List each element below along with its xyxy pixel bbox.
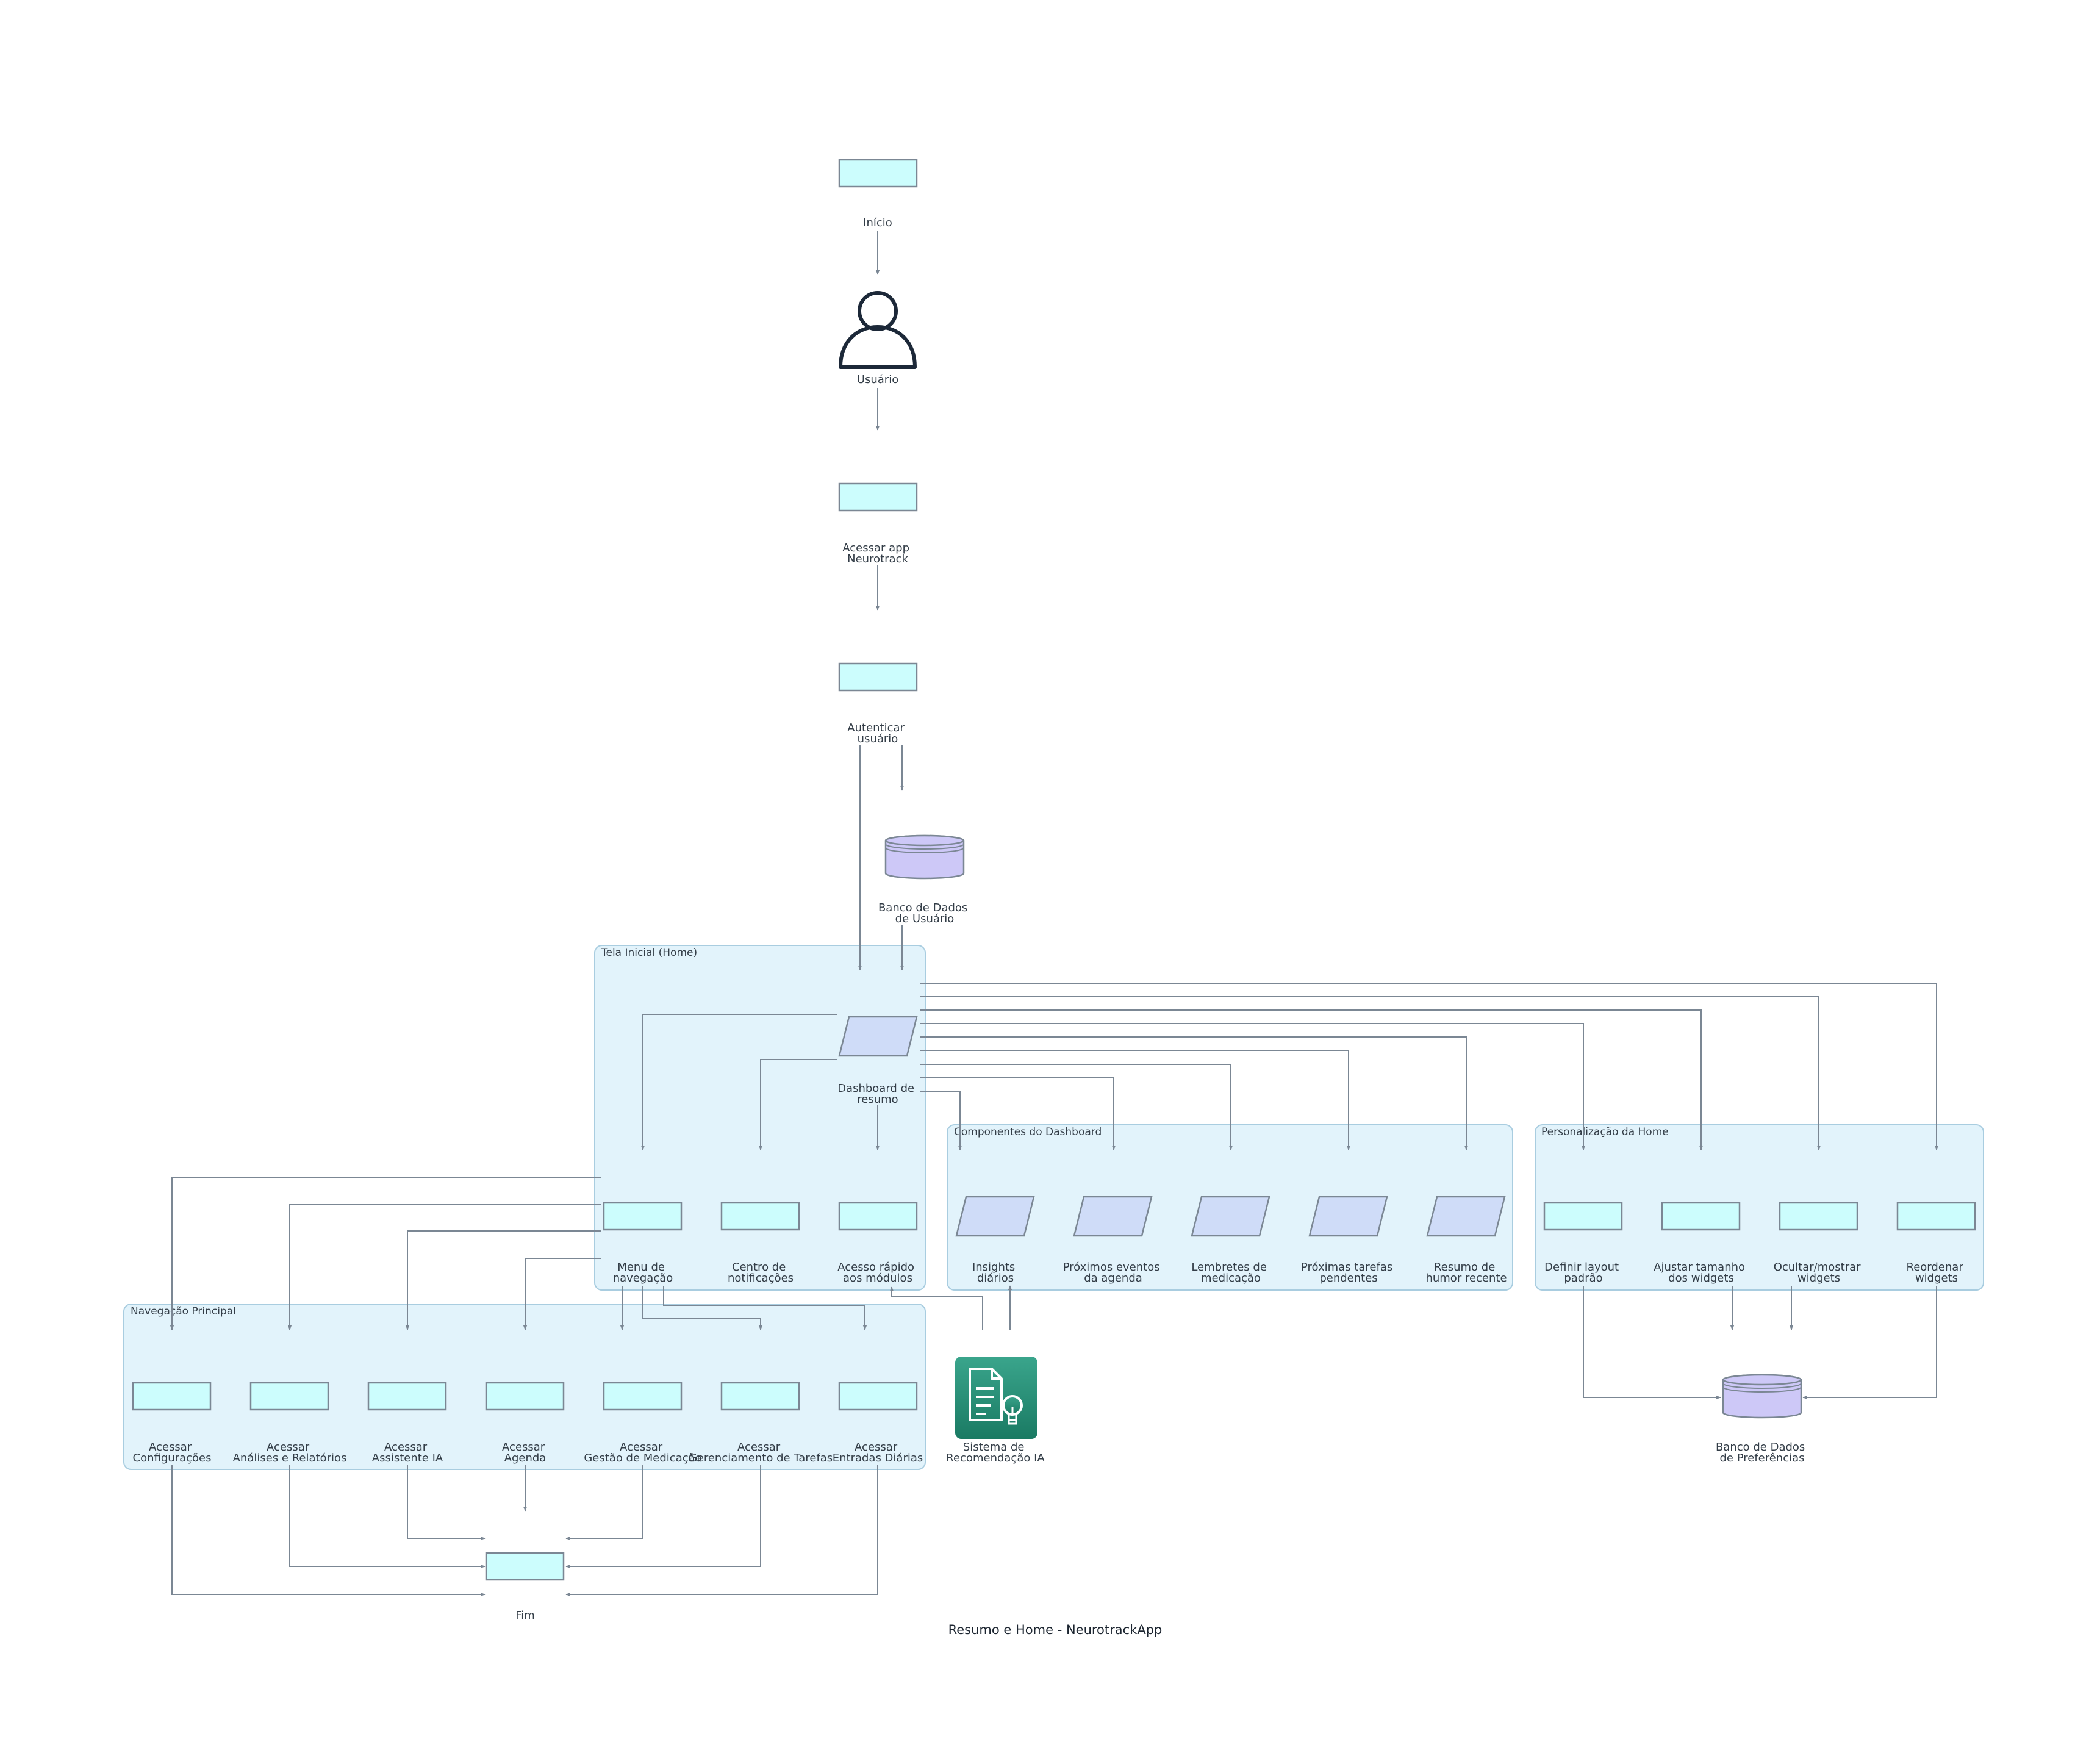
- node-reordenar-label: Reordenar widgets: [1907, 1261, 1967, 1285]
- node-db-usuario-label: Banco de Dados de Usuário: [878, 902, 971, 925]
- edge-gerenc-fim: [565, 1465, 761, 1569]
- node-sistema-ia-label: Sistema de Recomendação IA: [946, 1441, 1045, 1465]
- node-layout-label: Definir layout padrão: [1544, 1261, 1622, 1285]
- node-gerenc-tarefas[interactable]: Acessar Gerenciamento de Tarefas: [689, 1382, 833, 1465]
- node-db-pref[interactable]: Banco de Dados de Preferências: [1716, 1374, 1808, 1465]
- edge-dashboard-tarefas: [920, 1050, 1351, 1150]
- node-config[interactable]: Acessar Configurações: [132, 1382, 212, 1465]
- node-entradas-label: Acessar Entradas Diárias: [833, 1441, 923, 1465]
- node-tarefas-pend-label: Próximas tarefas pendentes: [1301, 1261, 1396, 1285]
- node-menu-nav-label: Menu de navegação: [613, 1261, 673, 1285]
- node-menu-nav[interactable]: Menu de navegação: [603, 1202, 683, 1285]
- node-usuario-label: Usuário: [857, 373, 898, 386]
- node-inicio[interactable]: Início: [838, 159, 918, 229]
- diagram-title: Resumo e Home - NeurotrackApp: [948, 1623, 1163, 1637]
- node-lembretes-label: Lembretes de medicação: [1191, 1261, 1270, 1285]
- node-analises-label: Acessar Análises e Relatórios: [233, 1441, 347, 1465]
- edge-reordenar-dbpref: [1802, 1286, 1937, 1400]
- node-agenda[interactable]: Acessar Agenda: [485, 1382, 565, 1465]
- edge-menu-assistente: [405, 1230, 601, 1330]
- cluster-components-label: Componentes do Dashboard: [954, 1126, 1102, 1138]
- cluster-personalization-label: Personalização da Home: [1541, 1126, 1669, 1138]
- node-tarefas-pend[interactable]: Próximas tarefas pendentes: [1301, 1196, 1396, 1285]
- edge-analises-fim: [289, 1465, 486, 1569]
- node-humor-label: Resumo de humor recente: [1425, 1261, 1507, 1285]
- edge-layout-dbpref: [1583, 1286, 1721, 1400]
- node-gerenc-tarefas-label: Acessar Gerenciamento de Tarefas: [689, 1441, 833, 1465]
- edge-dashboard-ocultar: [920, 996, 1821, 1150]
- node-assistente-label: Acessar Assistente IA: [372, 1441, 443, 1465]
- user-icon: [839, 291, 917, 369]
- node-insights-label: Insights diários: [972, 1261, 1019, 1285]
- edge-dashboard-eventos: [920, 1077, 1116, 1150]
- node-sistema-ia[interactable]: Sistema de Recomendação IA: [946, 1357, 1045, 1465]
- node-assistente[interactable]: Acessar Assistente IA: [367, 1382, 447, 1465]
- cluster-personalization: Personalização da Home: [1535, 1124, 1984, 1291]
- node-analises[interactable]: Acessar Análises e Relatórios: [233, 1382, 347, 1465]
- edge-dashboard-notif: [758, 1059, 837, 1150]
- node-tamanho-label: Ajustar tamanho dos widgets: [1654, 1261, 1749, 1285]
- database-icon: [1722, 1374, 1802, 1419]
- node-medicacao-label: Acessar Gestão de Medicação: [584, 1441, 701, 1465]
- edge-menu-agenda: [523, 1258, 601, 1330]
- node-autenticar-label: Autenticar usuário: [847, 722, 908, 745]
- edge-dashboard-tamanho: [920, 1009, 1704, 1150]
- node-db-usuario[interactable]: Banco de Dados de Usuário: [878, 834, 971, 925]
- node-eventos[interactable]: Próximos eventos da agenda: [1063, 1196, 1164, 1285]
- node-acesso-rapido-label: Acesso rápido aos módulos: [837, 1261, 918, 1285]
- edge-assistente-fim: [407, 1465, 486, 1541]
- node-eventos-label: Próximos eventos da agenda: [1063, 1261, 1164, 1285]
- node-layout[interactable]: Definir layout padrão: [1543, 1202, 1623, 1285]
- edge-dashboard-layout: [920, 1023, 1586, 1150]
- edge-dashboard-menu: [640, 1014, 837, 1150]
- node-reordenar[interactable]: Reordenar widgets: [1896, 1202, 1976, 1285]
- node-tamanho[interactable]: Ajustar tamanho dos widgets: [1654, 1202, 1749, 1285]
- edges: [170, 231, 1939, 1597]
- node-centro-notif[interactable]: Centro de notificações: [720, 1202, 800, 1285]
- edge-ia-acesso: [889, 1286, 983, 1330]
- edge-menu-config: [170, 1177, 601, 1330]
- node-fim[interactable]: Fim: [485, 1552, 565, 1622]
- node-acesso-rapido[interactable]: Acesso rápido aos módulos: [837, 1202, 918, 1285]
- document-lightbulb-icon: [955, 1357, 1037, 1439]
- edge-dashboard-insights: [920, 1091, 962, 1150]
- node-db-pref-label: Banco de Dados de Preferências: [1716, 1441, 1808, 1465]
- edge-menu-gerenc: [642, 1286, 763, 1330]
- node-inicio-label: Início: [863, 217, 892, 229]
- edge-entradas-fim: [565, 1465, 878, 1597]
- node-medicacao[interactable]: Acessar Gestão de Medicação: [584, 1382, 702, 1465]
- edge-menu-analises: [287, 1204, 601, 1330]
- edge-menu-entradas: [663, 1286, 867, 1330]
- node-ocultar-label: Ocultar/mostrar widgets: [1774, 1261, 1865, 1285]
- node-usuario[interactable]: Usuário: [839, 291, 917, 386]
- node-acessar-app[interactable]: Acessar app Neurotrack: [838, 482, 918, 565]
- edge-dashboard-humor: [920, 1036, 1469, 1150]
- node-dashboard-label: Dashboard de resumo: [837, 1082, 918, 1106]
- node-ocultar[interactable]: Ocultar/mostrar widgets: [1774, 1202, 1865, 1285]
- node-fim-label: Fim: [515, 1609, 535, 1622]
- node-config-label: Acessar Configurações: [133, 1441, 212, 1465]
- node-dashboard[interactable]: Dashboard de resumo: [837, 1016, 918, 1106]
- node-lembretes[interactable]: Lembretes de medicação: [1191, 1196, 1270, 1285]
- edge-config-fim: [171, 1465, 486, 1597]
- cluster-home-label: Tela Inicial (Home): [601, 947, 697, 959]
- edge-medicacao-fim: [565, 1465, 643, 1541]
- node-entradas[interactable]: Acessar Entradas Diárias: [833, 1382, 923, 1465]
- node-centro-notif-label: Centro de notificações: [728, 1261, 794, 1285]
- node-acessar-app-label: Acessar app Neurotrack: [842, 542, 913, 565]
- node-autenticar[interactable]: Autenticar usuário: [838, 662, 918, 745]
- node-humor[interactable]: Resumo de humor recente: [1425, 1196, 1507, 1285]
- edge-dashboard-lembretes: [920, 1064, 1233, 1150]
- cluster-navigation-label: Navegação Principal: [131, 1305, 236, 1318]
- database-icon: [884, 834, 965, 880]
- node-insights[interactable]: Insights diários: [955, 1196, 1035, 1285]
- edge-dashboard-reordenar: [920, 983, 1939, 1150]
- node-agenda-label: Acessar Agenda: [502, 1441, 548, 1465]
